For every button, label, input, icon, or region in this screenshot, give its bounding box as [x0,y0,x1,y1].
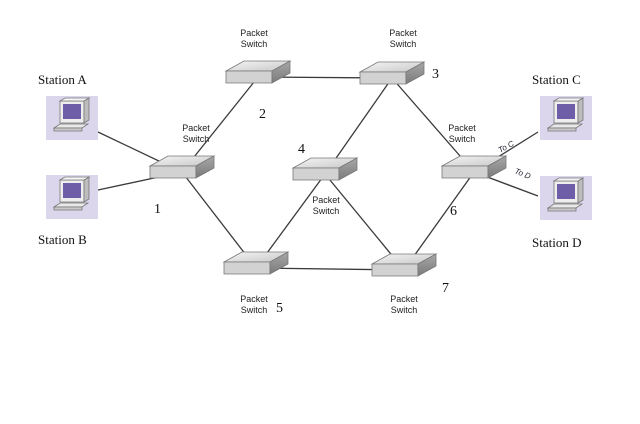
packet-switch-5: Packet Switch 5 [223,251,289,316]
switch-3-number: 3 [432,67,439,82]
packet-switch-2: Packet Switch 2 [225,28,291,122]
port-label-to-d: To D [513,167,532,182]
station-c-label: Station C [532,72,581,87]
packet-switch-1: Packet Switch 1 [149,123,215,217]
switch-icon [149,155,215,179]
switch-6-label-line2: Switch [449,134,476,144]
switch-6-number: 6 [450,204,457,219]
packet-switch-4: Packet Switch 4 [292,142,358,216]
packet-switch-6: Packet Switch 6 [441,123,507,219]
switch-5-label-line1: Packet [240,294,268,304]
station-b-label: Station B [38,232,87,247]
station-a-label: Station A [38,72,87,87]
switch-1-number: 1 [154,202,161,217]
switch-3-label-line2: Switch [390,39,417,49]
switch-icon [359,61,425,85]
switch-1-label-line1: Packet [182,123,210,133]
station-b: Station B [38,174,99,247]
computer-icon [45,174,99,220]
switch-2-label-line2: Switch [241,39,268,49]
computer-icon [539,95,593,141]
switch-3-label-line1: Packet [389,28,417,38]
computer-icon [539,175,593,221]
switch-7-number: 7 [442,281,449,296]
switch-5-label-line2: Switch [241,305,268,315]
switch-7-label-line1: Packet [390,294,418,304]
switch-icon [292,157,358,181]
packet-switch-7: Packet Switch 7 [371,253,449,315]
station-d-label: Station D [532,235,581,250]
switch-icon [223,251,289,275]
switch-4-label-line2: Switch [313,206,340,216]
switch-4-number: 4 [298,142,305,157]
computer-icon [45,95,99,141]
station-c: Station C [532,72,593,141]
switch-icon [371,253,437,277]
switch-2-label-line1: Packet [240,28,268,38]
station-d: Station D [532,175,593,250]
switch-1-label-line2: Switch [183,134,210,144]
switch-5-number: 5 [276,301,283,316]
switch-2-number: 2 [259,107,266,122]
switch-icon [441,155,507,179]
packet-switch-3: Packet Switch 3 [359,28,439,85]
station-a: Station A [38,72,99,141]
switch-6-label-line1: Packet [448,123,476,133]
switch-4-label-line1: Packet [312,195,340,205]
switch-7-label-line2: Switch [391,305,418,315]
switch-icon [225,60,291,84]
